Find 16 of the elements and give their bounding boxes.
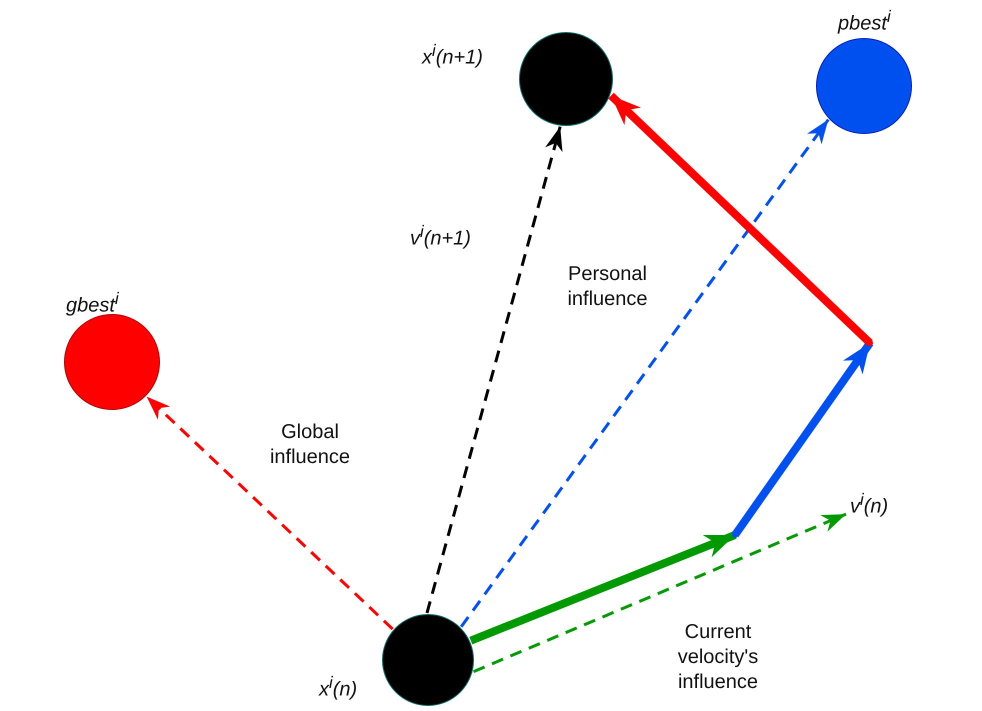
vector-label: v$^{i}$(n) — [850, 490, 888, 519]
dashed-arrow — [146, 396, 394, 630]
particle-label: x$^{i}$(n) — [319, 673, 358, 702]
vector-arrow — [732, 340, 874, 538]
edge-label: v$^{i}$(n+1) — [410, 222, 472, 252]
particle-label: pbest$^{i}$ — [838, 7, 891, 36]
vector-arrow — [469, 531, 736, 644]
dashed-arrow — [472, 512, 847, 673]
dashed-arrow — [460, 118, 830, 628]
vector-arrow — [608, 92, 873, 346]
particle-label: gbest$^{i}$ — [66, 289, 119, 318]
edge-label: Personal influence — [566, 262, 649, 312]
edge-label: Global influence — [268, 420, 352, 470]
edge-label: Current velocity's influence — [676, 620, 760, 695]
particle-label: x$^{i}$(n+1) — [422, 41, 483, 70]
dashed-arrow — [426, 126, 562, 614]
